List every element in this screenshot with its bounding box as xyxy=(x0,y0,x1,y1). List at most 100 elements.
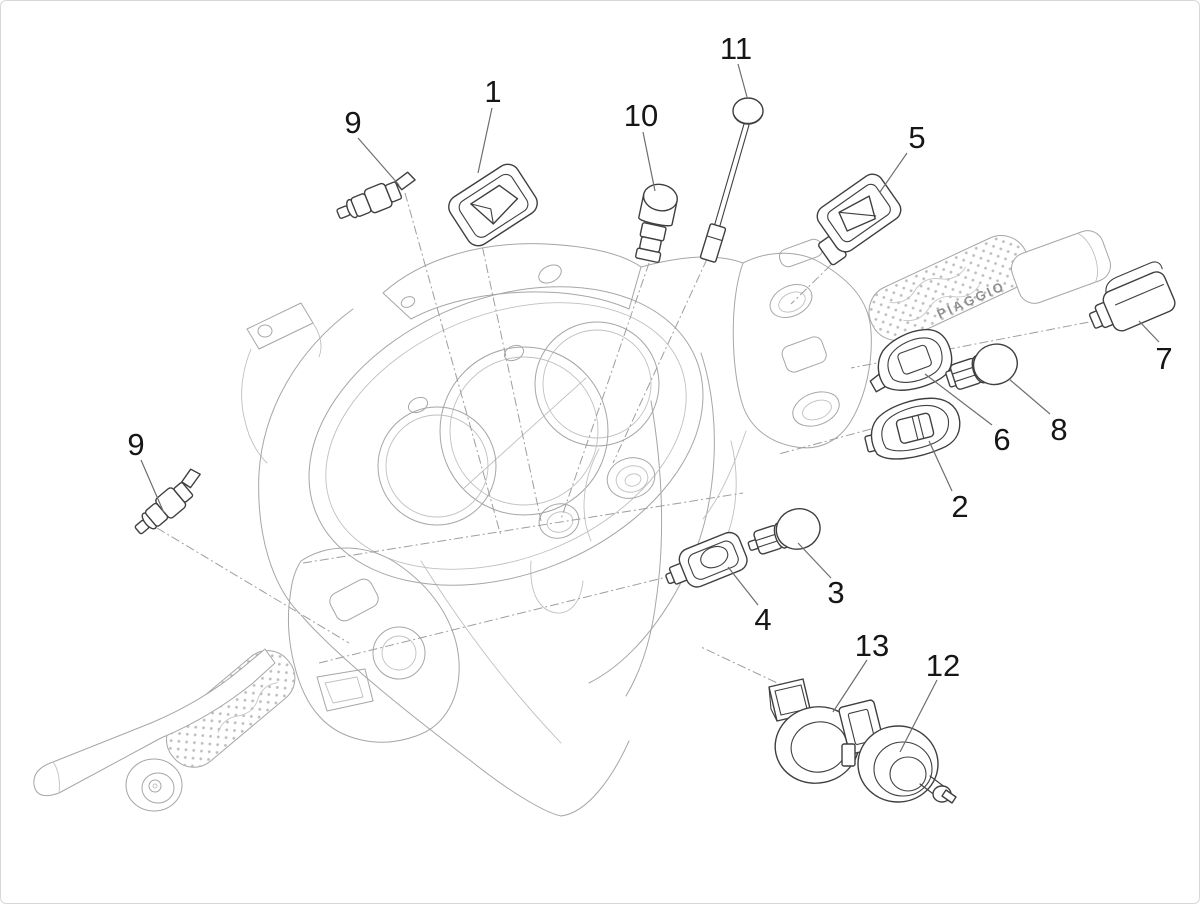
leader-lines xyxy=(140,63,1160,753)
leader-line xyxy=(727,566,759,606)
switch-opening-inner xyxy=(381,635,417,671)
housing-inner xyxy=(881,404,950,452)
grip-end-cap-ring xyxy=(141,772,175,804)
bezel-window xyxy=(897,344,932,375)
grip-end-cap-center xyxy=(152,783,158,789)
rocker-ridge xyxy=(470,203,494,225)
button-cap xyxy=(642,183,678,212)
part-detail xyxy=(635,247,662,263)
pod-lower-line xyxy=(702,430,747,520)
part-11-rod-cap xyxy=(699,97,764,263)
leader-line xyxy=(832,659,868,713)
pod-outline xyxy=(732,252,872,449)
center-line xyxy=(156,527,350,644)
bezel-outer xyxy=(877,328,953,391)
part-10-bulb-holder xyxy=(635,183,678,263)
switch-body xyxy=(678,531,748,588)
gauge-left xyxy=(377,406,497,526)
sleeve-edge xyxy=(1078,233,1098,282)
switch-opening xyxy=(329,578,379,622)
cluster-bezel-outer xyxy=(308,286,704,586)
cover-left-edge xyxy=(258,308,354,614)
center-line xyxy=(478,230,542,522)
switch-face-line xyxy=(1115,283,1164,306)
cover-panel-edge xyxy=(625,400,663,697)
switch-top-face xyxy=(1105,261,1163,294)
leader-line xyxy=(924,373,993,426)
callout-label-11: 11 xyxy=(720,31,752,66)
callout-label-5: 5 xyxy=(908,120,925,155)
grip-pattern-line xyxy=(889,266,967,304)
grip-end-cap xyxy=(125,758,183,812)
part-13-switch-collar xyxy=(768,678,860,784)
switch-opening xyxy=(792,391,840,427)
switch-opening xyxy=(316,668,374,712)
grip-end-cap-center xyxy=(148,779,162,793)
callout-label-10: 10 xyxy=(624,98,658,133)
left-brake-lever xyxy=(33,648,276,797)
cover-bottom-edge xyxy=(300,614,630,817)
connector-line xyxy=(706,235,723,242)
leader-line xyxy=(899,679,938,753)
leader-line xyxy=(1008,378,1051,415)
switch-dome xyxy=(700,545,729,569)
leader-line xyxy=(797,542,832,579)
pod-outline xyxy=(288,547,460,743)
rocker-ridge xyxy=(911,416,919,441)
callout-label-8: 8 xyxy=(1050,412,1067,447)
callout-label-4: 4 xyxy=(754,602,771,637)
left-control-pod xyxy=(288,547,460,743)
switch-barrel-step xyxy=(873,741,933,797)
center-line xyxy=(318,572,684,664)
switch-body xyxy=(1102,271,1176,332)
cable-line xyxy=(312,322,322,358)
switch-barrel-step xyxy=(889,756,927,792)
callout-label-7: 7 xyxy=(1155,341,1172,376)
switch-opening xyxy=(372,626,426,680)
handlebar-assembly: PIAGGIO xyxy=(33,230,1111,817)
right-control-pod xyxy=(702,238,872,520)
gauge-right-inner xyxy=(542,329,652,439)
callout-label-6: 6 xyxy=(993,422,1010,457)
part-9-stop-switch xyxy=(332,170,422,227)
callout-label-2: 2 xyxy=(951,489,968,524)
cable-line xyxy=(241,348,268,464)
rod-stem xyxy=(713,123,745,228)
gauge-right xyxy=(534,321,660,447)
part-6-switch-bezel xyxy=(869,328,953,393)
bulb-socket-inner xyxy=(624,473,642,487)
grip-texture xyxy=(869,235,1029,341)
switch-opening-inner xyxy=(778,291,806,313)
rocker-ridge xyxy=(917,414,925,439)
cluster-bezel-inner xyxy=(325,302,687,570)
grip-end-sleeve xyxy=(1011,230,1111,304)
callout-label-3: 3 xyxy=(827,575,844,610)
switch-frame xyxy=(827,183,891,243)
rod-cap xyxy=(732,97,764,125)
grip-pattern-line xyxy=(903,284,980,322)
grip-pattern-line xyxy=(217,682,278,733)
bulb-socket xyxy=(538,503,580,539)
center-line xyxy=(404,192,502,537)
leader-line xyxy=(879,152,908,193)
rocker-button xyxy=(470,184,519,225)
rocker-ridge xyxy=(838,211,877,217)
gauge-center-inner xyxy=(449,356,599,506)
switch-frame xyxy=(687,540,739,580)
bulb-socket-inner xyxy=(546,511,574,533)
screw-hole xyxy=(407,396,429,414)
callout-label-9: 9 xyxy=(344,105,361,140)
bulb-socket-inner xyxy=(615,465,649,493)
part-5-rocker-switch xyxy=(816,173,902,266)
switch-opening xyxy=(781,336,827,373)
part-2-switch-housing xyxy=(864,397,961,460)
gauge-glass-reflection xyxy=(462,377,587,490)
leader-line xyxy=(1138,320,1160,343)
button-dome xyxy=(775,508,821,550)
bracket-hole xyxy=(257,324,273,338)
leader-line xyxy=(357,137,400,186)
part-7-switch-block xyxy=(1088,261,1176,332)
callout-label-1: 1 xyxy=(484,74,501,109)
